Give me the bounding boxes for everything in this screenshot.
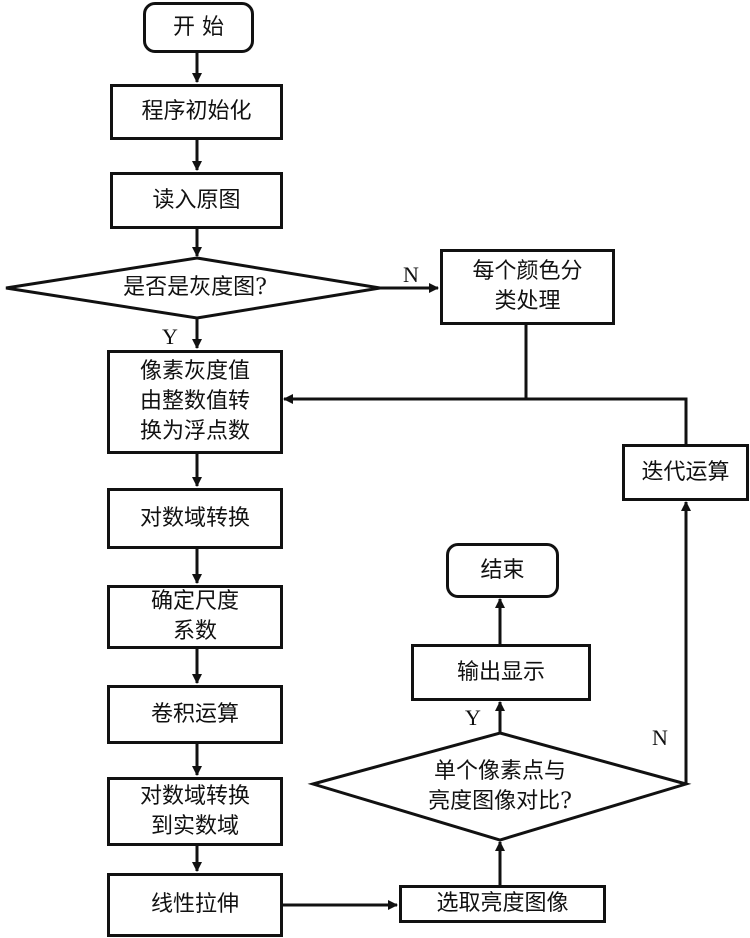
read-node: 读入原图 — [110, 172, 283, 229]
color-process-node: 每个颜色分 类处理 — [440, 249, 615, 325]
select-luma-node: 选取亮度图像 — [399, 885, 606, 923]
end-node: 结束 — [446, 543, 559, 598]
init-node: 程序初始化 — [110, 84, 283, 140]
to-real-node: 对数域转换 到实数域 — [107, 777, 283, 846]
start-node: 开 始 — [143, 2, 254, 53]
decision-compare-label: 单个像素点与 亮度图像对比? — [428, 759, 572, 814]
gray-yes-label: Y — [162, 324, 178, 349]
output-node: 输出显示 — [411, 644, 591, 701]
to-float-node: 像素灰度值 由整数值转 换为浮点数 — [107, 350, 283, 454]
compare-no-label: N — [652, 725, 668, 750]
log-transform-node: 对数域转换 — [107, 488, 283, 549]
linear-stretch-node: 线性拉伸 — [107, 873, 283, 937]
gray-no-label: N — [403, 262, 419, 287]
decision-is-gray-label: 是否是灰度图? — [123, 275, 267, 300]
decision-compare-shape — [307, 731, 692, 842]
edge-loop-back — [283, 394, 688, 444]
scale-coef-node: 确定尺度 系数 — [107, 585, 283, 649]
iterate-node: 迭代运算 — [622, 444, 749, 501]
compare-yes-label: Y — [465, 705, 481, 730]
convolution-node: 卷积运算 — [107, 685, 283, 744]
